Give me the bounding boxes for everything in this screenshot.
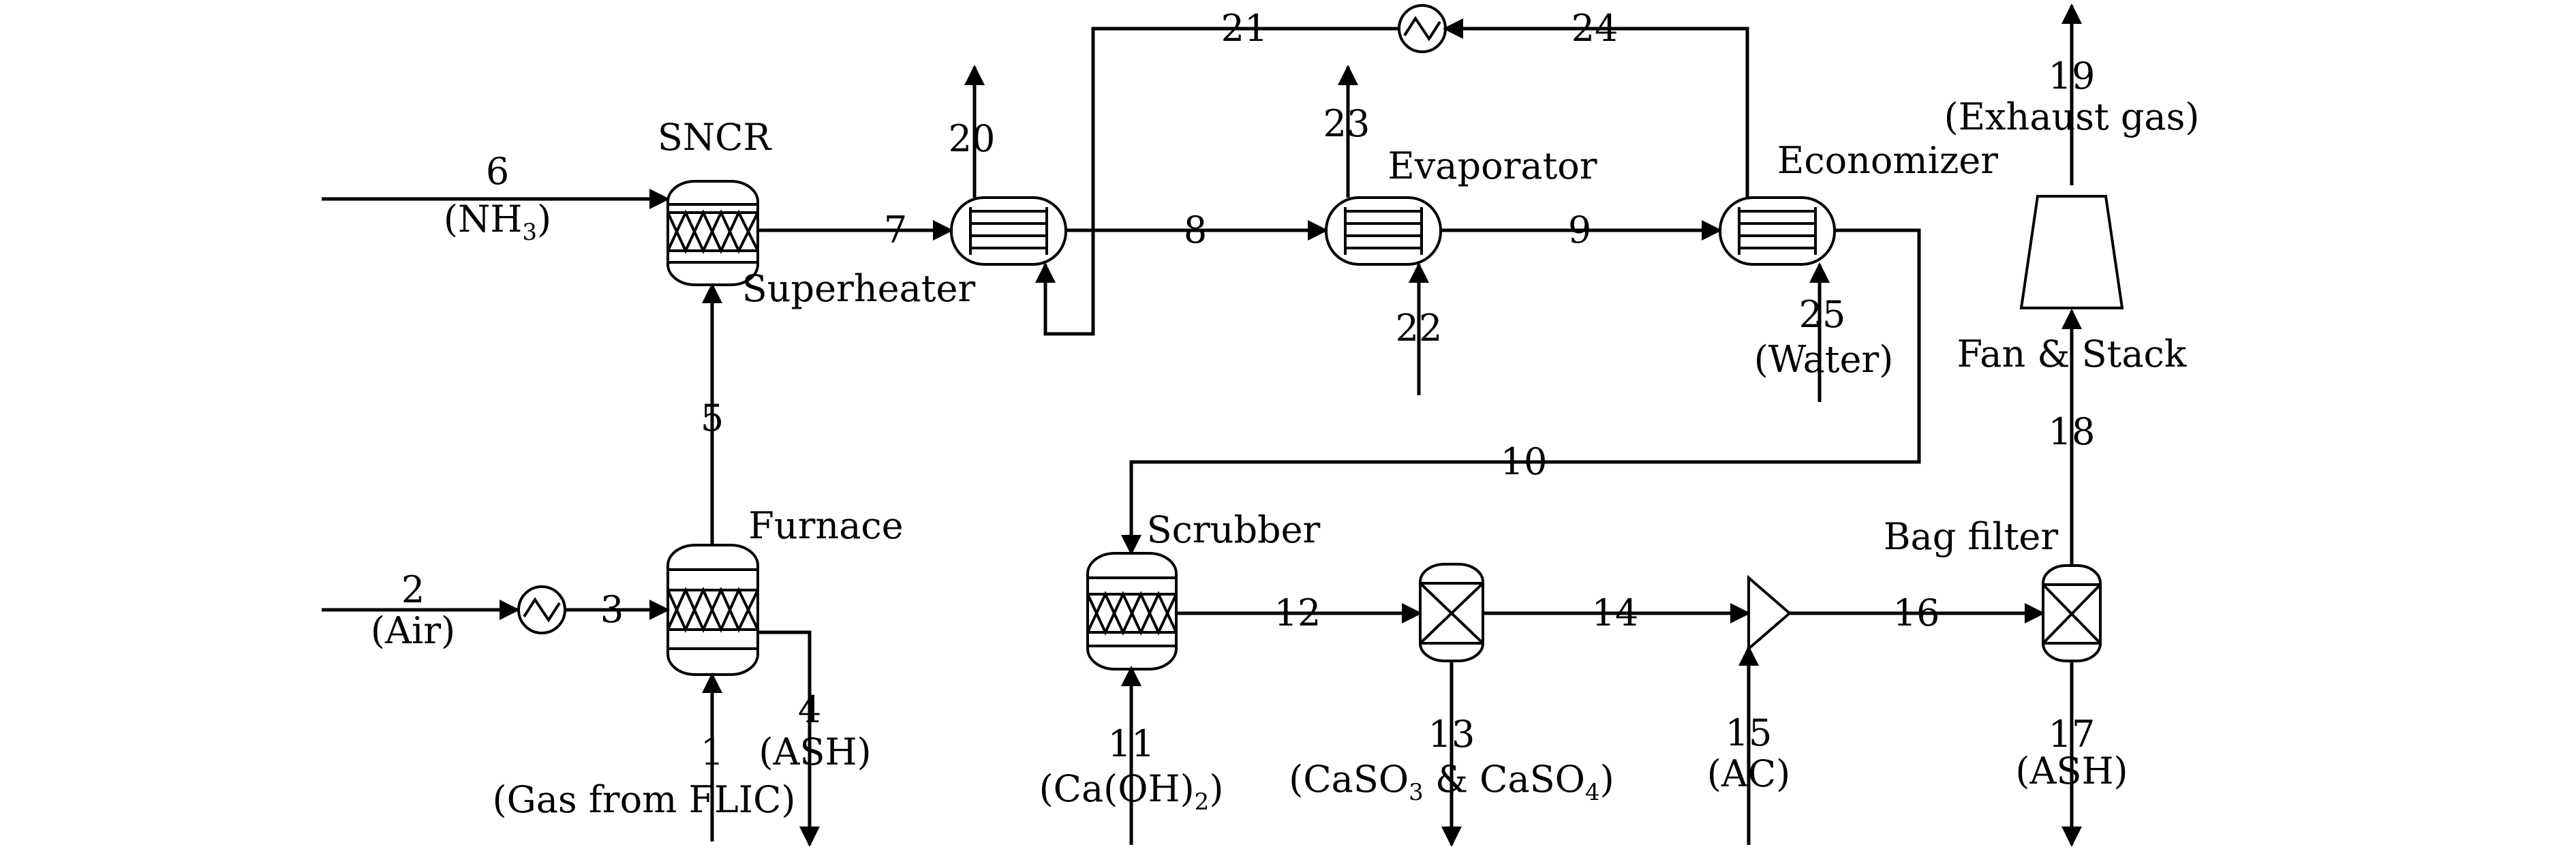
- stream-19-desc: (Exhaust gas): [1944, 95, 2200, 138]
- economizer-exchanger: [1719, 196, 1836, 266]
- reactor-vessel: [1419, 563, 1484, 662]
- stream-1-desc: (Gas from FLIC): [493, 778, 796, 821]
- stream-25-desc: (Water): [1754, 338, 1894, 381]
- stream-24-line: [1443, 18, 1749, 198]
- stream-23-number: 23: [1323, 102, 1370, 145]
- stream-13-desc: (CaSO3 & CaSO4): [1289, 758, 1614, 806]
- stream-2-desc: (Air): [371, 609, 455, 652]
- stream-15-desc: (AC): [1707, 752, 1790, 795]
- stream-8-number: 8: [1184, 209, 1207, 251]
- stream-4-desc: (ASH): [758, 730, 871, 773]
- stream-25-number: 25: [1799, 293, 1846, 336]
- fan-stack-label: Fan & Stack: [1957, 333, 2187, 375]
- sncr-label: SNCR: [658, 116, 772, 159]
- stream-21-line: [1035, 27, 1400, 336]
- stream-18-number: 18: [2049, 410, 2096, 453]
- mixer-triangle: [1747, 574, 1792, 652]
- stream-2-number: 2: [401, 568, 425, 611]
- scrubber-label: Scrubber: [1147, 508, 1321, 551]
- stream-9-number: 9: [1568, 209, 1591, 251]
- stream-10-number: 10: [1501, 440, 1548, 483]
- superheater-label: Superheater: [742, 267, 976, 310]
- stream-1-number: 1: [701, 730, 724, 773]
- stream-20-number: 20: [949, 117, 996, 160]
- superheater-exchanger: [950, 196, 1067, 266]
- bag-filter-label: Bag filter: [1884, 515, 2059, 558]
- evaporator-label: Evaporator: [1387, 144, 1597, 187]
- evaporator-exchanger: [1325, 196, 1442, 266]
- furnace-label: Furnace: [748, 504, 903, 547]
- stream-11-desc: (Ca(OH)2): [1039, 767, 1224, 816]
- air-heater: [517, 585, 566, 634]
- furnace-column: [666, 544, 759, 676]
- stream-11-number: 11: [1108, 722, 1155, 765]
- stream-16-number: 16: [1893, 591, 1940, 634]
- sncr-column: [666, 180, 759, 286]
- fan-stack-shape: [2019, 195, 2124, 309]
- stream-6-number: 6: [486, 150, 509, 193]
- bag-filter-vessel: [2042, 564, 2102, 662]
- scrubber-column: [1086, 552, 1178, 670]
- stream-4-number: 4: [798, 688, 821, 731]
- stream-21-number: 21: [1221, 7, 1268, 50]
- stream-6-desc: (NH3): [444, 198, 551, 246]
- stream-14-number: 14: [1592, 591, 1639, 634]
- stream-24-number: 24: [1571, 7, 1619, 50]
- stream-7-number: 7: [884, 209, 907, 251]
- stream-13-number: 13: [1428, 713, 1475, 756]
- stream-15-number: 15: [1726, 711, 1773, 754]
- stream-19-number: 19: [2049, 55, 2096, 97]
- stream-12-number: 12: [1274, 591, 1321, 634]
- economizer-label: Economizer: [1777, 139, 1998, 182]
- stream-22-number: 22: [1396, 307, 1443, 350]
- stream-17-desc: (ASH): [2015, 750, 2128, 792]
- stream-17-number: 17: [2049, 713, 2096, 756]
- stream-3-number: 3: [600, 588, 624, 631]
- stream-lines: [322, 3, 2082, 847]
- stream-10-line: [1121, 228, 1921, 555]
- loop-heater: [1398, 4, 1447, 53]
- stream-5-number: 5: [701, 397, 724, 439]
- stream-4-line: [758, 630, 820, 847]
